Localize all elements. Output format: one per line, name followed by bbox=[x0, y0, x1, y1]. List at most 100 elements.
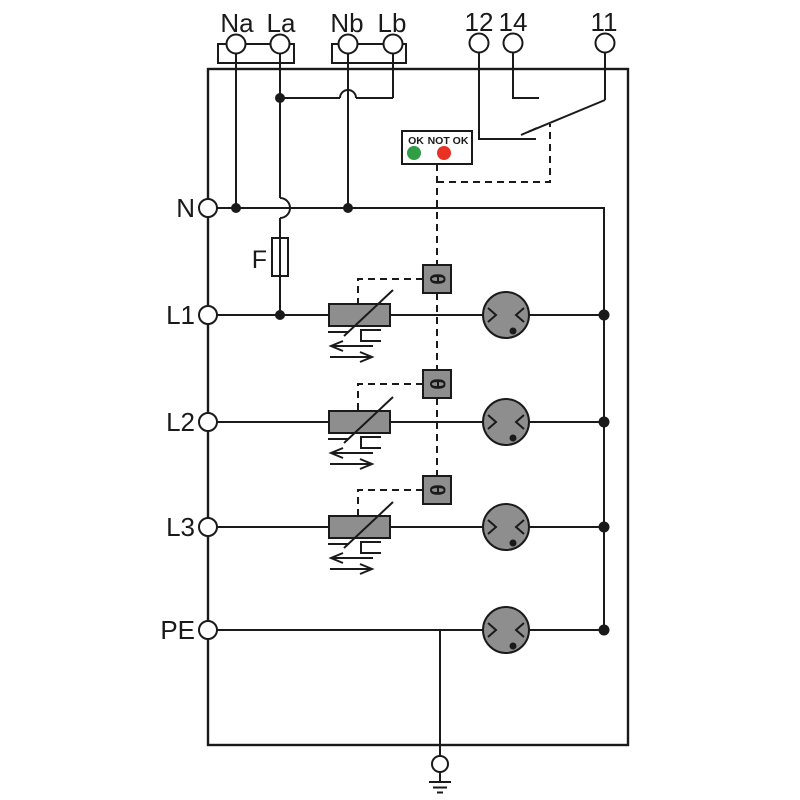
contact-blade bbox=[527, 99, 606, 133]
gdt-electrodes bbox=[487, 307, 525, 323]
terminal-block-na-la bbox=[217, 43, 295, 64]
status-indicator: OK NOT OK bbox=[401, 130, 473, 165]
top-terminals: Na La Nb Lb 12 14 11 bbox=[217, 7, 618, 64]
terminal-l3 bbox=[198, 517, 218, 537]
terminal-label-l3: L3 bbox=[166, 512, 195, 542]
contact-blade-tick bbox=[520, 127, 538, 136]
terminal-label-l1: L1 bbox=[166, 300, 195, 330]
wire-la-fuse-lead-with-hop bbox=[279, 53, 291, 315]
wire-la-lb-link-with-hop bbox=[280, 53, 394, 99]
junction-dot bbox=[275, 93, 285, 103]
arrow-right-icon bbox=[330, 351, 375, 363]
varistor-diagonal bbox=[328, 501, 394, 549]
junction-dot bbox=[598, 624, 610, 636]
dashed-branch-l2 bbox=[357, 383, 423, 411]
wire-contact-12-lead bbox=[478, 52, 536, 140]
wiring bbox=[208, 52, 606, 782]
fuse-body bbox=[271, 237, 289, 277]
fuse-symbol: F bbox=[252, 237, 289, 277]
arrow-left-icon bbox=[328, 552, 373, 564]
junction-dot bbox=[343, 203, 353, 213]
terminal-block-nb-lb bbox=[331, 43, 407, 64]
junction-dot bbox=[231, 203, 241, 213]
left-terminals: N L1 L2 L3 PE bbox=[160, 193, 218, 645]
thermal-sensor-body bbox=[422, 369, 452, 399]
wire-contact-14-lead bbox=[512, 52, 539, 99]
thermal-sensor-body bbox=[422, 475, 452, 505]
junction-dot bbox=[598, 416, 610, 428]
varistor-body bbox=[328, 303, 391, 327]
disconnect-contact-bracket bbox=[360, 329, 381, 342]
disconnect-contact-bracket bbox=[360, 541, 381, 554]
terminal-12 bbox=[468, 32, 490, 54]
thermal-sensor-l2: θ bbox=[422, 369, 452, 399]
gdt-l3 bbox=[482, 503, 530, 551]
red-led bbox=[437, 146, 451, 160]
not-ok-label: NOT OK bbox=[428, 135, 469, 147]
varistor-l1 bbox=[328, 289, 394, 363]
terminal-la bbox=[269, 33, 291, 55]
changeover-contact-symbol bbox=[520, 99, 606, 136]
terminal-label-n: N bbox=[176, 193, 195, 223]
gdt-electrodes bbox=[487, 414, 525, 430]
terminal-pe bbox=[198, 620, 218, 640]
gdt-gas-dot bbox=[509, 434, 517, 442]
terminal-l1 bbox=[198, 305, 218, 325]
dashed-to-contact bbox=[437, 124, 551, 183]
terminal-n bbox=[198, 198, 218, 218]
varistor-diagonal bbox=[328, 289, 394, 337]
theta-symbol: θ bbox=[425, 484, 448, 495]
junction-dot bbox=[598, 309, 610, 321]
dashed-branch-l1 bbox=[357, 278, 423, 304]
earth-icon bbox=[429, 781, 451, 794]
terminal-label-nb: Nb bbox=[330, 8, 363, 38]
dashed-branch-l3 bbox=[357, 489, 423, 516]
varistor-l2 bbox=[328, 396, 394, 470]
gdt-electrodes bbox=[487, 622, 525, 638]
terminal-label-l2: L2 bbox=[166, 407, 195, 437]
varistor-diagonal bbox=[328, 396, 394, 444]
theta-symbol: θ bbox=[425, 378, 448, 389]
gdt-gas-dot bbox=[509, 642, 517, 650]
terminal-label-pe: PE bbox=[160, 615, 195, 645]
gdt-body bbox=[482, 503, 530, 551]
gdt-gas-dot bbox=[509, 539, 517, 547]
arrow-left-icon bbox=[328, 447, 373, 459]
gdt-body bbox=[482, 398, 530, 446]
gdt-body bbox=[482, 291, 530, 339]
terminal-14 bbox=[502, 32, 524, 54]
terminal-lb bbox=[382, 33, 404, 55]
terminal-label-12: 12 bbox=[465, 7, 494, 37]
monitoring-linkage bbox=[357, 124, 551, 516]
junction-dot bbox=[275, 310, 285, 320]
earth-ground-symbol bbox=[429, 755, 451, 794]
varistor-body bbox=[328, 515, 391, 539]
arrow-right-icon bbox=[330, 458, 375, 470]
thermal-sensor-l1: θ bbox=[422, 264, 452, 294]
gdt-electrodes bbox=[487, 519, 525, 535]
varistor-l3 bbox=[328, 501, 394, 575]
terminal-label-la: La bbox=[267, 8, 296, 38]
green-led bbox=[407, 146, 421, 160]
theta-symbol: θ bbox=[425, 273, 448, 284]
terminal-label-14: 14 bbox=[499, 7, 528, 37]
junction-dot bbox=[598, 521, 610, 533]
terminal-na bbox=[225, 33, 247, 55]
thermal-sensor-l3: θ bbox=[422, 475, 452, 505]
fuse-label: F bbox=[252, 246, 267, 274]
wire-n-and-right-bus bbox=[208, 207, 605, 630]
ok-label: OK bbox=[408, 135, 424, 147]
junction-dots bbox=[231, 93, 610, 636]
gdt-l2 bbox=[482, 398, 530, 446]
arrow-right-icon bbox=[330, 563, 375, 575]
thermal-sensor-body bbox=[422, 264, 452, 294]
terminal-label-lb: Lb bbox=[378, 8, 407, 38]
gdt-body bbox=[482, 606, 530, 654]
gdt-gas-dot bbox=[509, 327, 517, 335]
varistor-body bbox=[328, 410, 391, 434]
gdt-l1 bbox=[482, 291, 530, 339]
device-enclosure-outline bbox=[206, 67, 630, 747]
earth-terminal bbox=[431, 755, 449, 773]
